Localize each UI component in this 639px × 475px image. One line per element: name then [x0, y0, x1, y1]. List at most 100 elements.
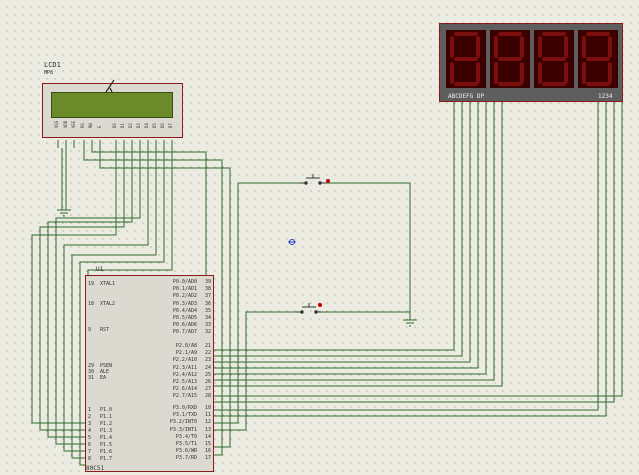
- wire: [214, 102, 495, 381]
- mcu-pin-number: 27: [204, 386, 211, 393]
- wire: [39, 140, 125, 431]
- lcd-model-label: MP8: [44, 70, 54, 76]
- mcu-pin-label: P3.5/T1: [175, 441, 197, 447]
- mcu-pin-label: P3.2/INT0: [169, 419, 197, 426]
- push-button-1: [300, 174, 326, 185]
- digit-3: [534, 30, 574, 88]
- wire: [214, 102, 479, 369]
- mcu-pin-number: 25: [204, 371, 211, 378]
- wire: [214, 102, 487, 375]
- segment: [476, 36, 480, 58]
- wire: [214, 102, 607, 417]
- wire: [214, 102, 463, 357]
- mcu-pin-number: 32: [204, 329, 211, 336]
- mcu-pin-number: 13: [204, 426, 211, 433]
- mcu-pin-label: P2.5/A13: [172, 379, 197, 385]
- segment: [450, 62, 454, 84]
- mcu-pin-number: 39: [204, 279, 211, 285]
- mcu-pin-number: 16: [204, 448, 211, 455]
- mcu-pin-label: P3.4/T0: [175, 433, 197, 440]
- mcu-pin-label: P3.0/RXD: [172, 405, 197, 411]
- mcu-pin-number: 3: [88, 421, 92, 427]
- mcu-pin-label: P2.3/A11: [172, 364, 197, 371]
- wire: [214, 102, 615, 403]
- mcu-pin-number: 14: [204, 433, 211, 440]
- mcu-pin-label: P0.0/AD0: [172, 279, 197, 285]
- wire: [326, 182, 411, 320]
- mcu-pin-label: XTAL2: [100, 301, 116, 307]
- lcd-screen: [51, 92, 173, 118]
- wire: [214, 182, 300, 424]
- mcu-pin-number: 21: [204, 343, 211, 349]
- segment: [542, 57, 566, 61]
- mcu-pin-number: 4: [88, 428, 92, 434]
- segment: [538, 36, 542, 58]
- mcu-pin-label: P0.4/AD4: [172, 307, 197, 314]
- wire: [214, 102, 599, 411]
- mcu-pin-number: 1: [88, 407, 92, 413]
- wire: [99, 140, 231, 448]
- segment: [454, 82, 478, 86]
- display-segment-pins-label: ABCDEFG DP: [448, 93, 485, 100]
- mcu-pin-number: 11: [204, 412, 211, 419]
- mcu-pin-label: P0.6/AD6: [172, 322, 197, 329]
- mcu-pin-number: 19: [88, 281, 95, 287]
- digit-1: [446, 30, 486, 88]
- origin-marker: [288, 239, 296, 245]
- mcu-pin-number: 29: [88, 363, 95, 369]
- segment: [498, 57, 522, 61]
- mcu-pin-label: P1.5: [100, 442, 113, 448]
- mcu-pin-number: 38: [204, 286, 211, 293]
- mcu-ref-label: U1: [96, 266, 104, 273]
- segment: [586, 32, 610, 36]
- mcu-pin-label: P1.3: [100, 428, 113, 434]
- segment: [542, 32, 566, 36]
- mcu-pin-label: P3.6/WR: [175, 448, 197, 455]
- mcu-part-label: 80C51: [86, 465, 105, 472]
- mcu-pin-number: 34: [204, 315, 211, 321]
- mcu-pin-number: 28: [204, 393, 211, 400]
- mcu-pin-number: 12: [204, 419, 211, 426]
- mcu-pin-number: 36: [204, 300, 211, 307]
- mcu-pin-number: 9: [88, 327, 92, 333]
- mcu-pin-number: 2: [88, 414, 92, 420]
- mcu-pin-number: 31: [88, 375, 95, 381]
- mcu-pin-label: P1.4: [100, 435, 113, 441]
- segment: [586, 57, 610, 61]
- segment: [542, 82, 566, 86]
- mcu-pin-label: P1.2: [100, 421, 113, 427]
- mcu-pin-label: P2.2/A10: [172, 357, 197, 364]
- mcu-pin-label: PSEN: [100, 363, 113, 369]
- mcu-pin-number: 35: [204, 307, 211, 314]
- wire: [214, 102, 471, 363]
- mcu-pin-label: EA: [100, 375, 107, 381]
- segment: [450, 36, 454, 58]
- mcu-pin-label: P2.0/A8: [175, 343, 197, 349]
- segment: [564, 36, 568, 58]
- segment: [582, 62, 586, 84]
- mcu-pin-number: 7: [88, 449, 92, 455]
- mcu-pin-label: P3.7/RD: [175, 455, 197, 462]
- display-common-pins-label: 1234: [598, 93, 613, 100]
- mcu-pin-number: 23: [204, 357, 211, 364]
- segment: [476, 62, 480, 84]
- mcu-pin-number: 15: [204, 441, 211, 447]
- mcu-pin-label: P1.6: [100, 449, 113, 455]
- wire: [71, 140, 157, 459]
- wire: [79, 140, 165, 466]
- segment: [564, 62, 568, 84]
- mcu-pin-label: P1.1: [100, 414, 113, 420]
- wire: [214, 102, 455, 351]
- mcu-pin-number: 17: [204, 455, 211, 462]
- seven-segment-display[interactable]: ABCDEFG DP 1234: [439, 23, 623, 102]
- marker-dot: [318, 303, 322, 307]
- segment: [586, 82, 610, 86]
- digit-4: [578, 30, 618, 88]
- mcu-pin-label: P2.4/A12: [172, 371, 197, 378]
- mcu-pin-number: 30: [88, 369, 95, 375]
- segment: [494, 36, 498, 58]
- segment: [582, 36, 586, 58]
- mcu-pin-number: 24: [204, 364, 211, 371]
